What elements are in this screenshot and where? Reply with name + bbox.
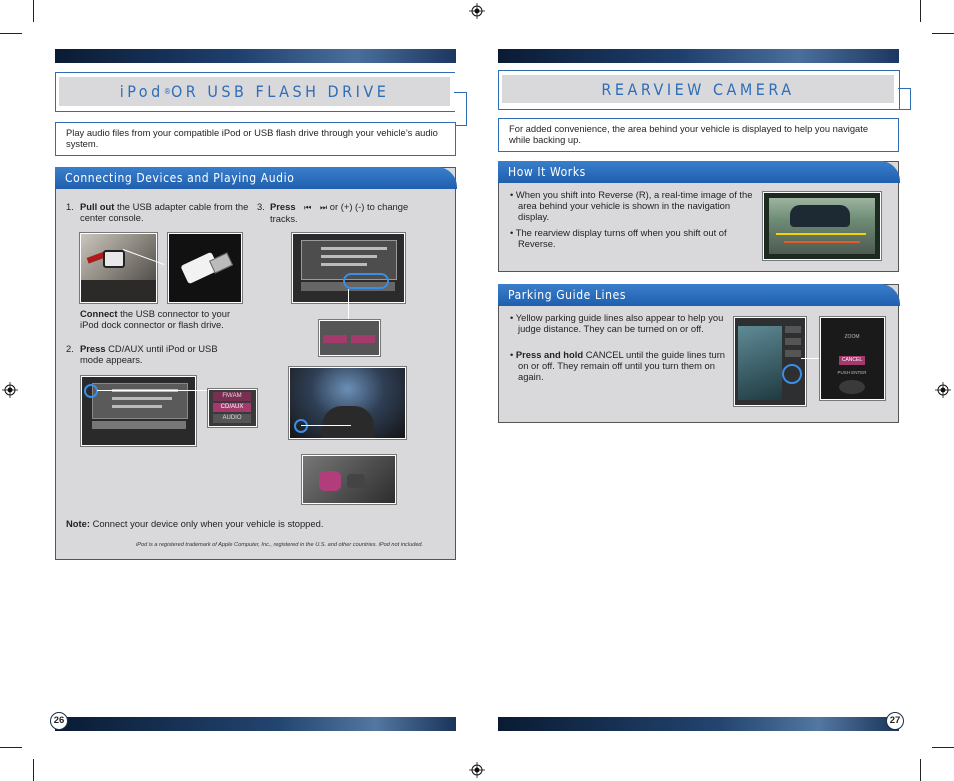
guide-bullet-2-rest: CANCEL until the guide lines turn on or … bbox=[518, 349, 726, 382]
skip-forward-icon: ⏭ bbox=[319, 203, 328, 212]
connect-text: Connect the USB connector to your iPod d… bbox=[80, 308, 250, 331]
usb-console-photo bbox=[80, 233, 157, 303]
steering-highlight-circle bbox=[294, 419, 308, 433]
connect-bold: Connect bbox=[80, 308, 118, 319]
right-intro-text: For added convenience, the area behind y… bbox=[509, 123, 869, 145]
note-rest: Connect your device only when your vehic… bbox=[89, 518, 324, 529]
note-bold: Note: bbox=[66, 518, 90, 529]
step3-text: Press ⏮ ⏭ or (+) (-) to change tracks. bbox=[270, 201, 430, 225]
steering-wheel-photo bbox=[289, 367, 406, 439]
step3-bold: Press bbox=[270, 201, 296, 212]
right-title-connector bbox=[898, 88, 911, 110]
cancel-highlight-circle bbox=[782, 364, 802, 384]
skip-back-icon: ⏮ bbox=[304, 203, 312, 212]
title-ipod: iPod bbox=[119, 82, 164, 101]
step2-bold: Press bbox=[80, 343, 106, 354]
head-unit-photo bbox=[292, 233, 405, 303]
right-header-bar bbox=[498, 49, 899, 63]
step2-text: Press CD/AUX until iPod or USB mode appe… bbox=[80, 343, 240, 366]
zoom-label: ZOOM bbox=[844, 334, 860, 340]
audio-label: AUDIO bbox=[213, 414, 251, 423]
step2-highlight-circle bbox=[84, 384, 98, 398]
left-title-connector bbox=[454, 92, 467, 126]
cancel-button-closeup: ZOOM CANCEL PUSH ENTER bbox=[820, 317, 885, 400]
cancel-label: CANCEL bbox=[839, 356, 865, 365]
how-bullet-2-text: The rearview display turns off when you … bbox=[515, 227, 727, 249]
left-title-frame bbox=[55, 72, 455, 112]
cd-aux-label: CD/AUX bbox=[213, 403, 251, 412]
guide-lines-display-photo bbox=[734, 317, 806, 406]
steering-pointer-line bbox=[301, 425, 351, 426]
trademark-notice: iPod is a registered trademark of Apple … bbox=[136, 542, 424, 548]
left-intro-text: Play audio files from your compatible iP… bbox=[66, 127, 438, 149]
step1-number: 1. bbox=[66, 201, 74, 212]
audio-unit-photo bbox=[81, 376, 196, 446]
step1-rest: the USB adapter cable from the center co… bbox=[80, 201, 249, 223]
usb-connector-photo bbox=[168, 233, 242, 303]
right-title-frame bbox=[498, 70, 900, 110]
registration-mark-icon bbox=[2, 382, 18, 398]
how-bullet-2: • The rearview display turns off when yo… bbox=[510, 227, 727, 249]
guide-bullet-2-bold: Press and hold bbox=[515, 349, 584, 360]
right-intro-box: For added convenience, the area behind y… bbox=[498, 118, 899, 152]
connecting-section-title: Connecting Devices and Playing Audio bbox=[55, 167, 457, 189]
fm-am-label: FM/AM bbox=[213, 392, 251, 401]
step1-bold: Pull out bbox=[80, 201, 115, 212]
left-footer-bar bbox=[55, 717, 456, 731]
title-rest: OR USB FLASH DRIVE bbox=[170, 82, 390, 101]
parking-guide-title: Parking Guide Lines bbox=[498, 284, 900, 306]
guide-bullet-2: • Press and hold CANCEL until the guide … bbox=[510, 349, 726, 382]
registration-mark-icon bbox=[469, 3, 485, 19]
step2-pointer-line bbox=[97, 390, 209, 391]
right-footer-bar bbox=[498, 717, 899, 731]
seek-pointer-line bbox=[348, 289, 349, 320]
step1-text: Pull out the USB adapter cable from the … bbox=[80, 201, 250, 224]
left-header-bar bbox=[55, 49, 456, 63]
step3-number: 3. bbox=[257, 201, 265, 212]
step3-rest: or (+) (-) to change tracks. bbox=[270, 201, 409, 224]
step2-number: 2. bbox=[66, 343, 74, 354]
steering-buttons-closeup bbox=[302, 455, 396, 504]
title-reg-mark: ® bbox=[163, 87, 171, 96]
seek-buttons-closeup bbox=[319, 320, 380, 356]
step2-rest: CD/AUX until iPod or USB mode appears. bbox=[80, 343, 218, 365]
how-it-works-title: How It Works bbox=[498, 161, 900, 183]
right-page-number: 27 bbox=[886, 712, 904, 730]
left-intro-box: Play audio files from your compatible iP… bbox=[55, 122, 456, 156]
left-page-number: 26 bbox=[50, 712, 68, 730]
how-bullet-1-text: When you shift into Reverse (R), a real-… bbox=[515, 189, 753, 222]
guide-bullet-1-text: Yellow parking guide lines also appear t… bbox=[515, 312, 724, 334]
rearview-display-photo bbox=[763, 192, 881, 260]
connect-rest: the USB connector to your iPod dock conn… bbox=[80, 308, 231, 330]
cd-aux-button-photo: FM/AM CD/AUX AUDIO bbox=[208, 389, 257, 427]
right-page-title: REARVIEW CAMERA bbox=[502, 75, 894, 103]
guide-bullet-1: • Yellow parking guide lines also appear… bbox=[510, 312, 724, 334]
push-enter-label: PUSH ENTER bbox=[837, 370, 867, 375]
left-page-title: iPod® OR USB FLASH DRIVE bbox=[59, 77, 450, 106]
registration-mark-icon bbox=[469, 762, 485, 778]
registration-mark-icon bbox=[935, 382, 951, 398]
how-bullet-1: • When you shift into Reverse (R), a rea… bbox=[510, 189, 753, 222]
seek-buttons-highlight bbox=[343, 273, 389, 289]
note-text: Note: Connect your device only when your… bbox=[66, 518, 446, 530]
